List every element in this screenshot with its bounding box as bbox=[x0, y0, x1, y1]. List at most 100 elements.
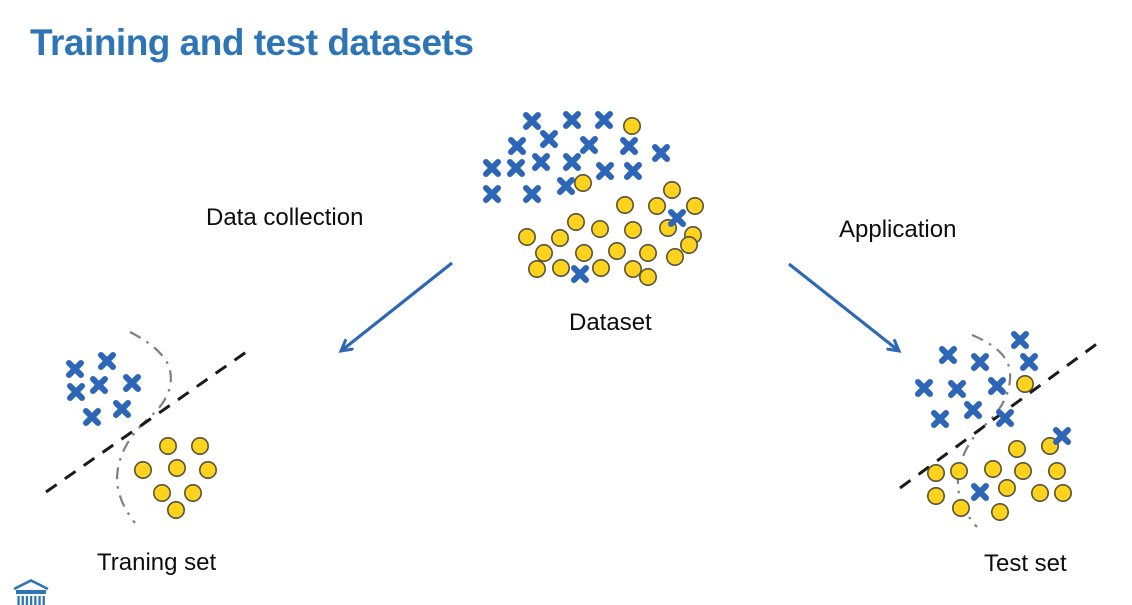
logo-column bbox=[42, 596, 45, 605]
class-cross-marker bbox=[915, 379, 933, 397]
class-cross-marker bbox=[563, 153, 581, 171]
class-circle-marker bbox=[615, 196, 634, 215]
logo-column bbox=[34, 596, 37, 605]
logo-columns bbox=[17, 596, 45, 605]
class-circle-marker bbox=[949, 461, 968, 480]
class-circle-marker bbox=[566, 213, 585, 232]
logo-column bbox=[17, 596, 20, 605]
class-cross-marker bbox=[939, 346, 957, 364]
class-cross-marker bbox=[964, 401, 982, 419]
class-circle-marker bbox=[926, 463, 945, 482]
application-arrow bbox=[788, 262, 902, 353]
label-data-collection: Data collection bbox=[206, 204, 364, 231]
class-cross-marker bbox=[652, 144, 670, 162]
class-circle-marker bbox=[1007, 439, 1026, 458]
logo-column bbox=[25, 596, 29, 605]
class-cross-marker bbox=[483, 185, 501, 203]
class-circle-marker bbox=[926, 486, 945, 505]
class-cross-marker bbox=[971, 483, 989, 501]
class-cross-marker bbox=[571, 265, 589, 283]
class-cross-marker bbox=[123, 374, 141, 392]
class-cross-marker bbox=[483, 159, 501, 177]
class-circle-marker bbox=[623, 259, 642, 278]
class-cross-marker bbox=[624, 162, 642, 180]
logo-column bbox=[21, 596, 24, 605]
class-circle-marker bbox=[1054, 483, 1073, 502]
class-circle-marker bbox=[168, 458, 187, 477]
class-cross-marker bbox=[67, 383, 85, 401]
class-circle-marker bbox=[1031, 483, 1050, 502]
class-cross-marker bbox=[90, 376, 108, 394]
label-application: Application bbox=[839, 216, 957, 243]
class-circle-marker bbox=[622, 117, 641, 136]
class-circle-marker bbox=[191, 436, 210, 455]
label-training-set: Traning set bbox=[97, 549, 217, 576]
class-cross-marker bbox=[83, 408, 101, 426]
class-circle-marker bbox=[1015, 374, 1034, 393]
logo-beam bbox=[16, 590, 46, 594]
class-circle-marker bbox=[983, 459, 1002, 478]
class-cross-marker bbox=[996, 409, 1014, 427]
class-circle-marker bbox=[607, 242, 626, 261]
logo-column bbox=[30, 596, 33, 605]
class-circle-marker bbox=[662, 181, 681, 200]
class-circle-marker bbox=[167, 500, 186, 519]
class-cross-marker bbox=[1053, 427, 1071, 445]
class-circle-marker bbox=[951, 498, 970, 517]
class-circle-marker bbox=[679, 236, 698, 255]
class-circle-marker bbox=[551, 258, 570, 277]
university-logo-icon bbox=[13, 579, 49, 605]
class-cross-marker bbox=[113, 400, 131, 418]
class-circle-marker bbox=[591, 258, 610, 277]
class-circle-marker bbox=[527, 259, 546, 278]
class-cross-marker bbox=[540, 130, 558, 148]
class-circle-marker bbox=[665, 248, 684, 267]
class-circle-marker bbox=[997, 478, 1016, 497]
class-circle-marker bbox=[623, 221, 642, 240]
class-cross-marker bbox=[508, 137, 526, 155]
class-cross-marker bbox=[580, 136, 598, 154]
class-cross-marker bbox=[563, 111, 581, 129]
class-cross-marker bbox=[620, 137, 638, 155]
training-decision-line bbox=[45, 346, 253, 494]
class-cross-marker bbox=[971, 353, 989, 371]
class-cross-marker bbox=[523, 112, 541, 130]
class-circle-marker bbox=[573, 174, 592, 193]
class-circle-marker bbox=[638, 267, 657, 286]
class-circle-marker bbox=[1013, 461, 1032, 480]
class-cross-marker bbox=[1011, 331, 1029, 349]
label-test-set: Test set bbox=[984, 550, 1067, 577]
class-cross-marker bbox=[668, 209, 686, 227]
class-circle-marker bbox=[685, 197, 704, 216]
logo-roof bbox=[13, 579, 49, 590]
class-cross-marker bbox=[523, 185, 541, 203]
class-cross-marker bbox=[66, 360, 84, 378]
logo-column bbox=[38, 596, 41, 605]
class-circle-marker bbox=[184, 483, 203, 502]
class-circle-marker bbox=[517, 228, 536, 247]
class-circle-marker bbox=[1048, 461, 1067, 480]
class-cross-marker bbox=[988, 377, 1006, 395]
data-collection-arrow bbox=[338, 261, 453, 353]
page-title: Training and test datasets bbox=[30, 22, 474, 63]
class-cross-marker bbox=[98, 352, 116, 370]
class-circle-marker bbox=[159, 436, 178, 455]
class-circle-marker bbox=[134, 460, 153, 479]
class-circle-marker bbox=[574, 244, 593, 263]
test-boundary-curve bbox=[956, 333, 1012, 528]
class-circle-marker bbox=[590, 220, 609, 239]
class-circle-marker bbox=[647, 197, 666, 216]
class-circle-marker bbox=[534, 244, 553, 263]
class-circle-marker bbox=[153, 483, 172, 502]
class-cross-marker bbox=[532, 153, 550, 171]
class-cross-marker bbox=[557, 177, 575, 195]
class-circle-marker bbox=[199, 460, 218, 479]
class-cross-marker bbox=[931, 410, 949, 428]
class-cross-marker bbox=[948, 380, 966, 398]
class-cross-marker bbox=[1020, 353, 1038, 371]
label-dataset: Dataset bbox=[569, 309, 652, 336]
class-cross-marker bbox=[595, 111, 613, 129]
class-circle-marker bbox=[550, 229, 569, 248]
